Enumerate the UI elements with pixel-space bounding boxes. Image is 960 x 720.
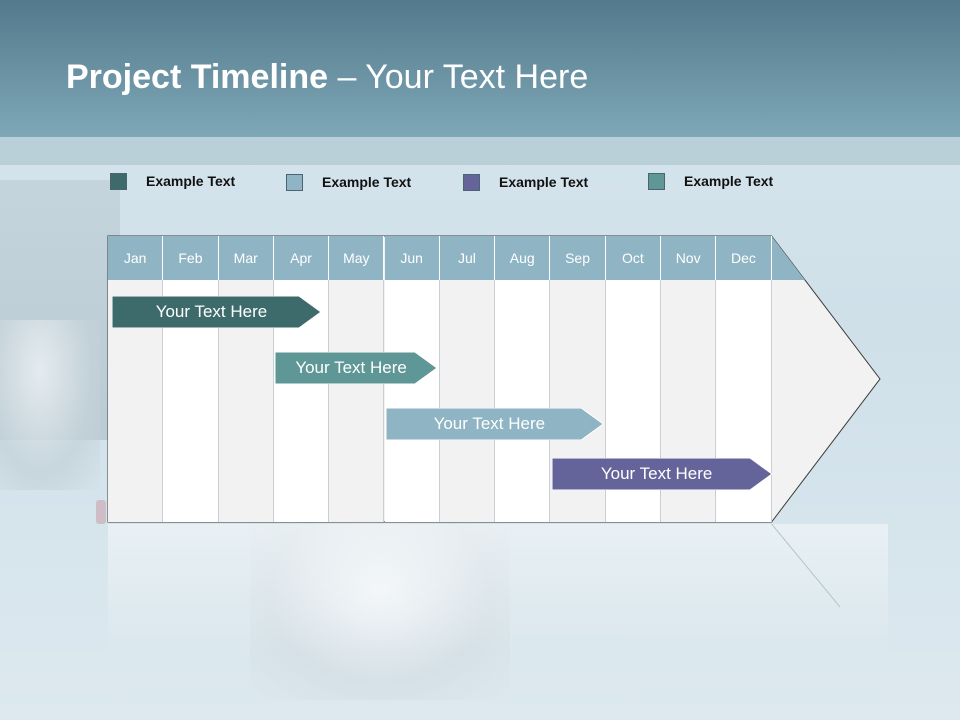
task-arrow-3: Your Text Here xyxy=(385,408,603,440)
month-header-aug: Aug xyxy=(495,236,551,280)
legend-swatch xyxy=(286,173,303,191)
month-header-may: May xyxy=(329,236,385,280)
month-header-apr: Apr xyxy=(273,236,330,280)
month-header-mar: Mar xyxy=(218,236,274,280)
title-bold: Project Timeline xyxy=(66,58,329,96)
task-arrow-2: Your Text Here xyxy=(275,352,438,384)
background-car-blur xyxy=(250,520,510,700)
legend-item-2: Example Text xyxy=(286,172,411,192)
legend-label: Example Text xyxy=(499,174,589,190)
month-header-oct: Oct xyxy=(605,236,661,280)
title-rest: – Your Text Here xyxy=(328,58,589,96)
month-header-nov: Nov xyxy=(661,236,717,280)
legend-swatch xyxy=(648,172,665,190)
month-column xyxy=(384,280,440,522)
task-label: Your Text Here xyxy=(433,414,546,433)
month-column xyxy=(439,280,496,522)
legend-label: Example Text xyxy=(146,173,236,189)
month-header-sep: Sep xyxy=(550,236,606,280)
task-arrow-1: Your Text Here xyxy=(112,296,321,328)
legend-item-4: Example Text xyxy=(648,171,773,191)
title-band xyxy=(0,137,960,165)
month-header-jun: Jun xyxy=(384,236,440,280)
month-header-dec: Dec xyxy=(716,236,772,280)
month-header-jul: Jul xyxy=(439,236,496,280)
background-car xyxy=(0,320,100,490)
month-column xyxy=(329,280,385,522)
month-column xyxy=(495,280,551,522)
header-wedge xyxy=(771,236,805,280)
legend-label: Example Text xyxy=(684,173,774,189)
legend-item-1: Example Text xyxy=(110,171,235,191)
task-label: Your Text Here xyxy=(155,302,268,321)
reflection-line xyxy=(771,523,841,608)
legend-swatch xyxy=(110,172,127,190)
timeline-reflection xyxy=(108,524,888,654)
title-bar xyxy=(0,0,960,137)
legend-label: Example Text xyxy=(322,174,412,190)
task-label: Your Text Here xyxy=(600,464,713,483)
month-header-feb: Feb xyxy=(163,236,219,280)
page-title: Project Timeline – Your Text Here xyxy=(66,58,588,97)
legend-item-3: Example Text xyxy=(463,172,588,192)
month-header-jan: Jan xyxy=(108,236,164,280)
legend-swatch xyxy=(463,173,480,191)
task-label: Your Text Here xyxy=(295,358,407,377)
task-arrow-4: Your Text Here xyxy=(551,458,772,490)
background-taillight xyxy=(96,500,106,524)
